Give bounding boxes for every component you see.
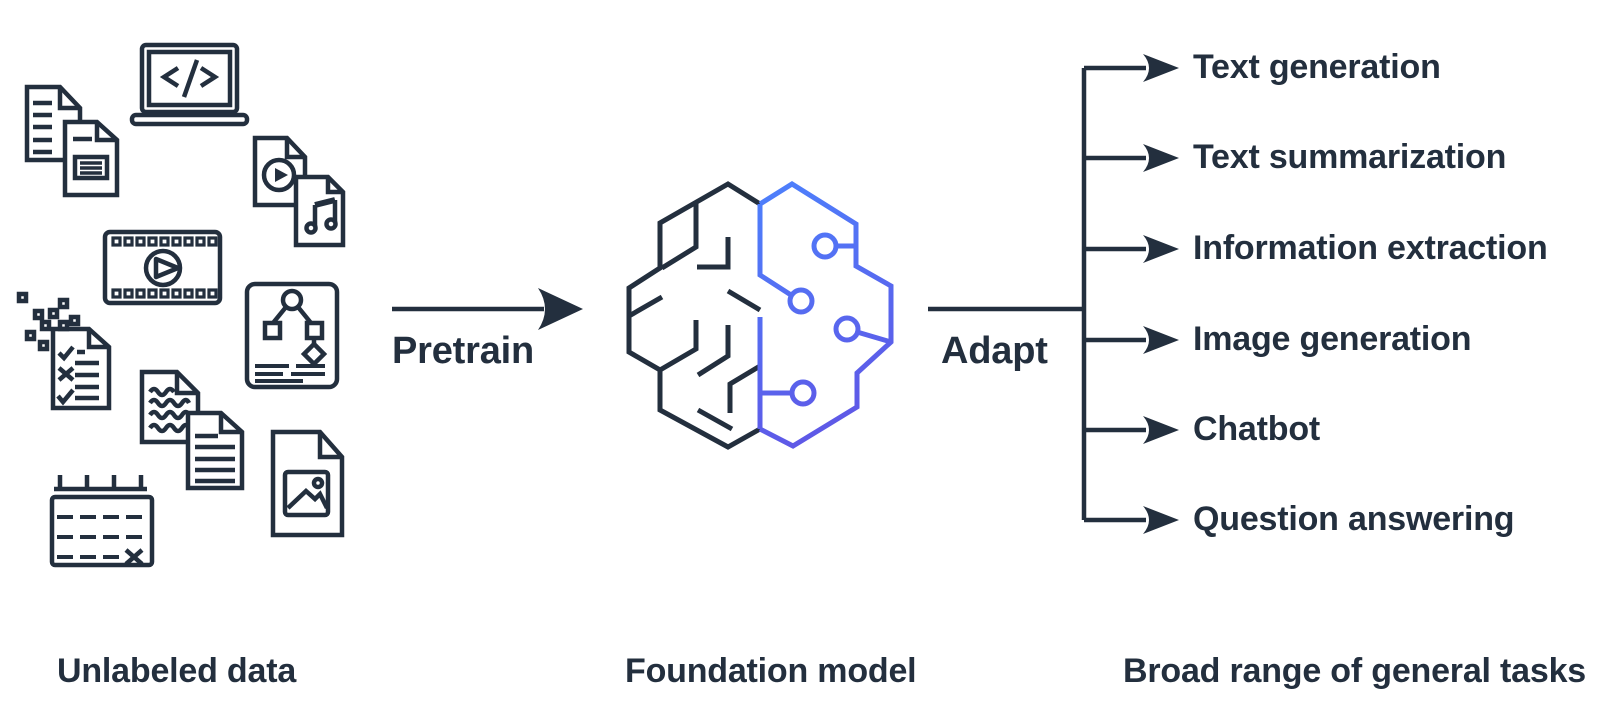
circuit-node xyxy=(789,379,817,407)
pretrain-arrowhead-icon xyxy=(538,288,583,330)
checklist-document-icon xyxy=(50,326,112,411)
mountain-icon xyxy=(286,487,330,510)
caption-unlabeled-data: Unlabeled data xyxy=(57,652,297,690)
check-icon xyxy=(57,345,75,362)
sun-icon xyxy=(311,476,325,490)
draft-documents-icon xyxy=(139,369,245,491)
branch-arrowhead-icon xyxy=(1143,416,1179,444)
code-brackets-glyph xyxy=(159,59,220,98)
branch-arrowhead-icon xyxy=(1143,506,1179,534)
caption-broad-range-tasks: Broad range of general tasks xyxy=(1123,652,1586,690)
task-item-text-generation: Text generation xyxy=(1193,48,1441,86)
task-item-text-summarization: Text summarization xyxy=(1193,138,1507,176)
task-item-chatbot: Chatbot xyxy=(1193,410,1321,448)
code-laptop-icon xyxy=(129,42,250,127)
calendar-table-icon xyxy=(49,475,155,568)
branch-arrowhead-icon xyxy=(1143,326,1179,354)
branch-arrowhead-icon xyxy=(1143,235,1179,263)
branch-arrowhead-icon xyxy=(1143,54,1179,82)
adapt-label: Adapt xyxy=(941,330,1048,372)
arrow-heads xyxy=(538,54,1179,534)
caption-foundation-model: Foundation model xyxy=(625,652,917,690)
image-file-icon xyxy=(270,429,345,538)
media-files-icon xyxy=(252,135,346,248)
music-note-icon xyxy=(304,197,338,235)
pretrain-label: Pretrain xyxy=(392,330,535,372)
brain-left-half xyxy=(626,181,762,450)
circuit-node xyxy=(833,315,861,343)
sprocket-holes xyxy=(111,236,218,299)
task-item-information-extraction: Information extraction xyxy=(1193,229,1548,267)
task-item-question-answering: Question answering xyxy=(1193,500,1515,538)
cross-icon xyxy=(57,366,75,382)
text-documents-icon xyxy=(24,84,120,198)
flowchart-card-icon xyxy=(244,281,340,390)
circuit-brain-icon xyxy=(626,181,894,450)
circuit-node xyxy=(787,287,815,315)
circuit-node xyxy=(811,232,839,260)
connector-lines xyxy=(392,65,1146,523)
check-icon xyxy=(56,388,75,406)
cross-icon xyxy=(124,548,144,566)
video-filmstrip-icon xyxy=(102,229,223,306)
wavy-text-line xyxy=(148,386,176,398)
brain-right-half xyxy=(757,181,894,449)
task-item-image-generation: Image generation xyxy=(1193,320,1472,358)
branch-arrowhead-icon xyxy=(1143,144,1179,172)
